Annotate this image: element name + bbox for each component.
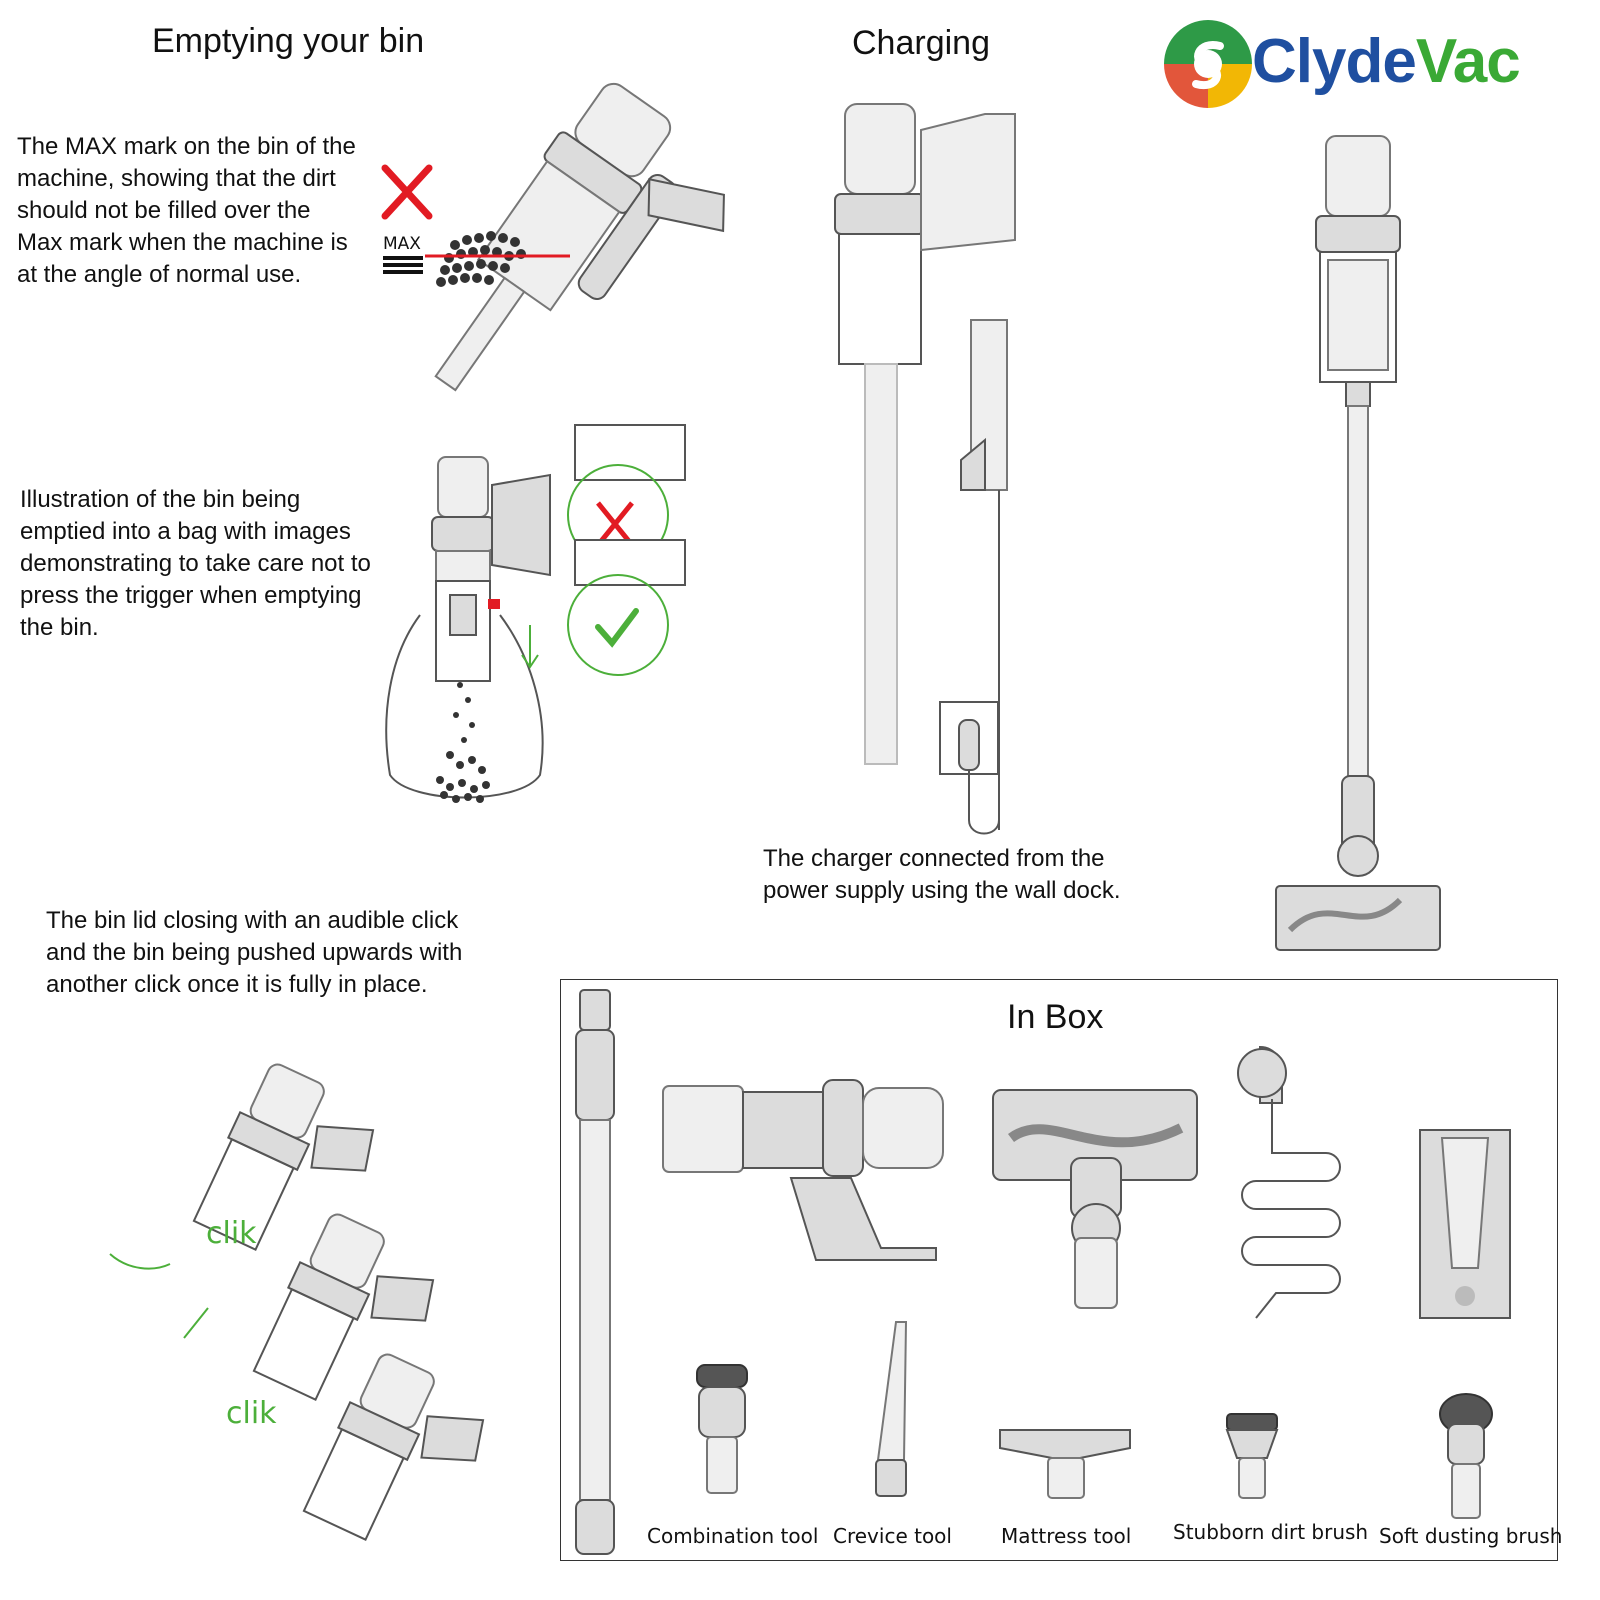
in-box-title: In Box	[1007, 998, 1104, 1036]
vacuum-handheld-icon	[425, 82, 725, 392]
click-label-1: clik	[206, 1216, 257, 1251]
extension-wand-icon	[575, 989, 615, 1555]
wall-dock-icon	[1419, 1129, 1511, 1319]
vacuum-over-bag-icon	[385, 424, 686, 803]
bag-emptying-illustration	[380, 415, 690, 815]
stick-vacuum-illustration	[1270, 130, 1450, 955]
max-label: MAX	[383, 234, 421, 254]
charger-cable-icon	[1237, 1045, 1341, 1319]
cross-icon	[381, 164, 433, 220]
in-box-item-label: Crevice tool	[833, 1524, 952, 1548]
combination-tool-icon	[696, 1364, 748, 1494]
in-box-panel: In Box	[560, 979, 1562, 1561]
in-box-item-label: Stubborn dirt brush	[1173, 1520, 1369, 1544]
emptying-title: Emptying your bin	[152, 22, 425, 60]
floor-head-icon	[992, 1089, 1198, 1309]
mattress-tool-icon	[999, 1429, 1131, 1499]
click-label-2: clik	[226, 1396, 277, 1431]
in-box-item-label: Combination tool	[647, 1524, 819, 1548]
in-box-item-label: Mattress tool	[1001, 1524, 1132, 1548]
stick-vacuum-icon	[1275, 135, 1441, 951]
main-body-icon	[662, 1079, 944, 1261]
stubborn-dirt-brush-icon	[1225, 1413, 1279, 1499]
max-lines-icon	[383, 256, 423, 274]
bin-lid-description: The bin lid closing with an audible clic…	[46, 907, 463, 998]
in-box-item-label: Soft dusting brush	[1379, 1524, 1563, 1548]
brand-name-part1: Clyde	[1252, 27, 1417, 96]
charging-illustration	[825, 100, 1035, 840]
charging-title: Charging	[852, 24, 990, 62]
brand-name-part2: Vac	[1415, 27, 1521, 96]
crevice-tool-icon	[875, 1321, 908, 1497]
soft-dusting-brush-icon	[1439, 1393, 1493, 1519]
bin-lid-illustration: clik clik	[108, 1058, 485, 1541]
max-mark-description: The MAX mark on the bin of the machine, …	[17, 133, 356, 288]
vacuum-lid-steps-icon	[109, 1063, 485, 1541]
brand-mark-icon	[1164, 20, 1252, 108]
vacuum-on-dock-icon	[834, 103, 1016, 835]
brand-logo: ClydeVac	[1160, 16, 1560, 112]
charging-description: The charger connected from the power sup…	[763, 845, 1121, 904]
max-mark-illustration: MAX	[375, 70, 725, 392]
bag-emptying-description: Illustration of the bin being emptied in…	[20, 486, 371, 641]
